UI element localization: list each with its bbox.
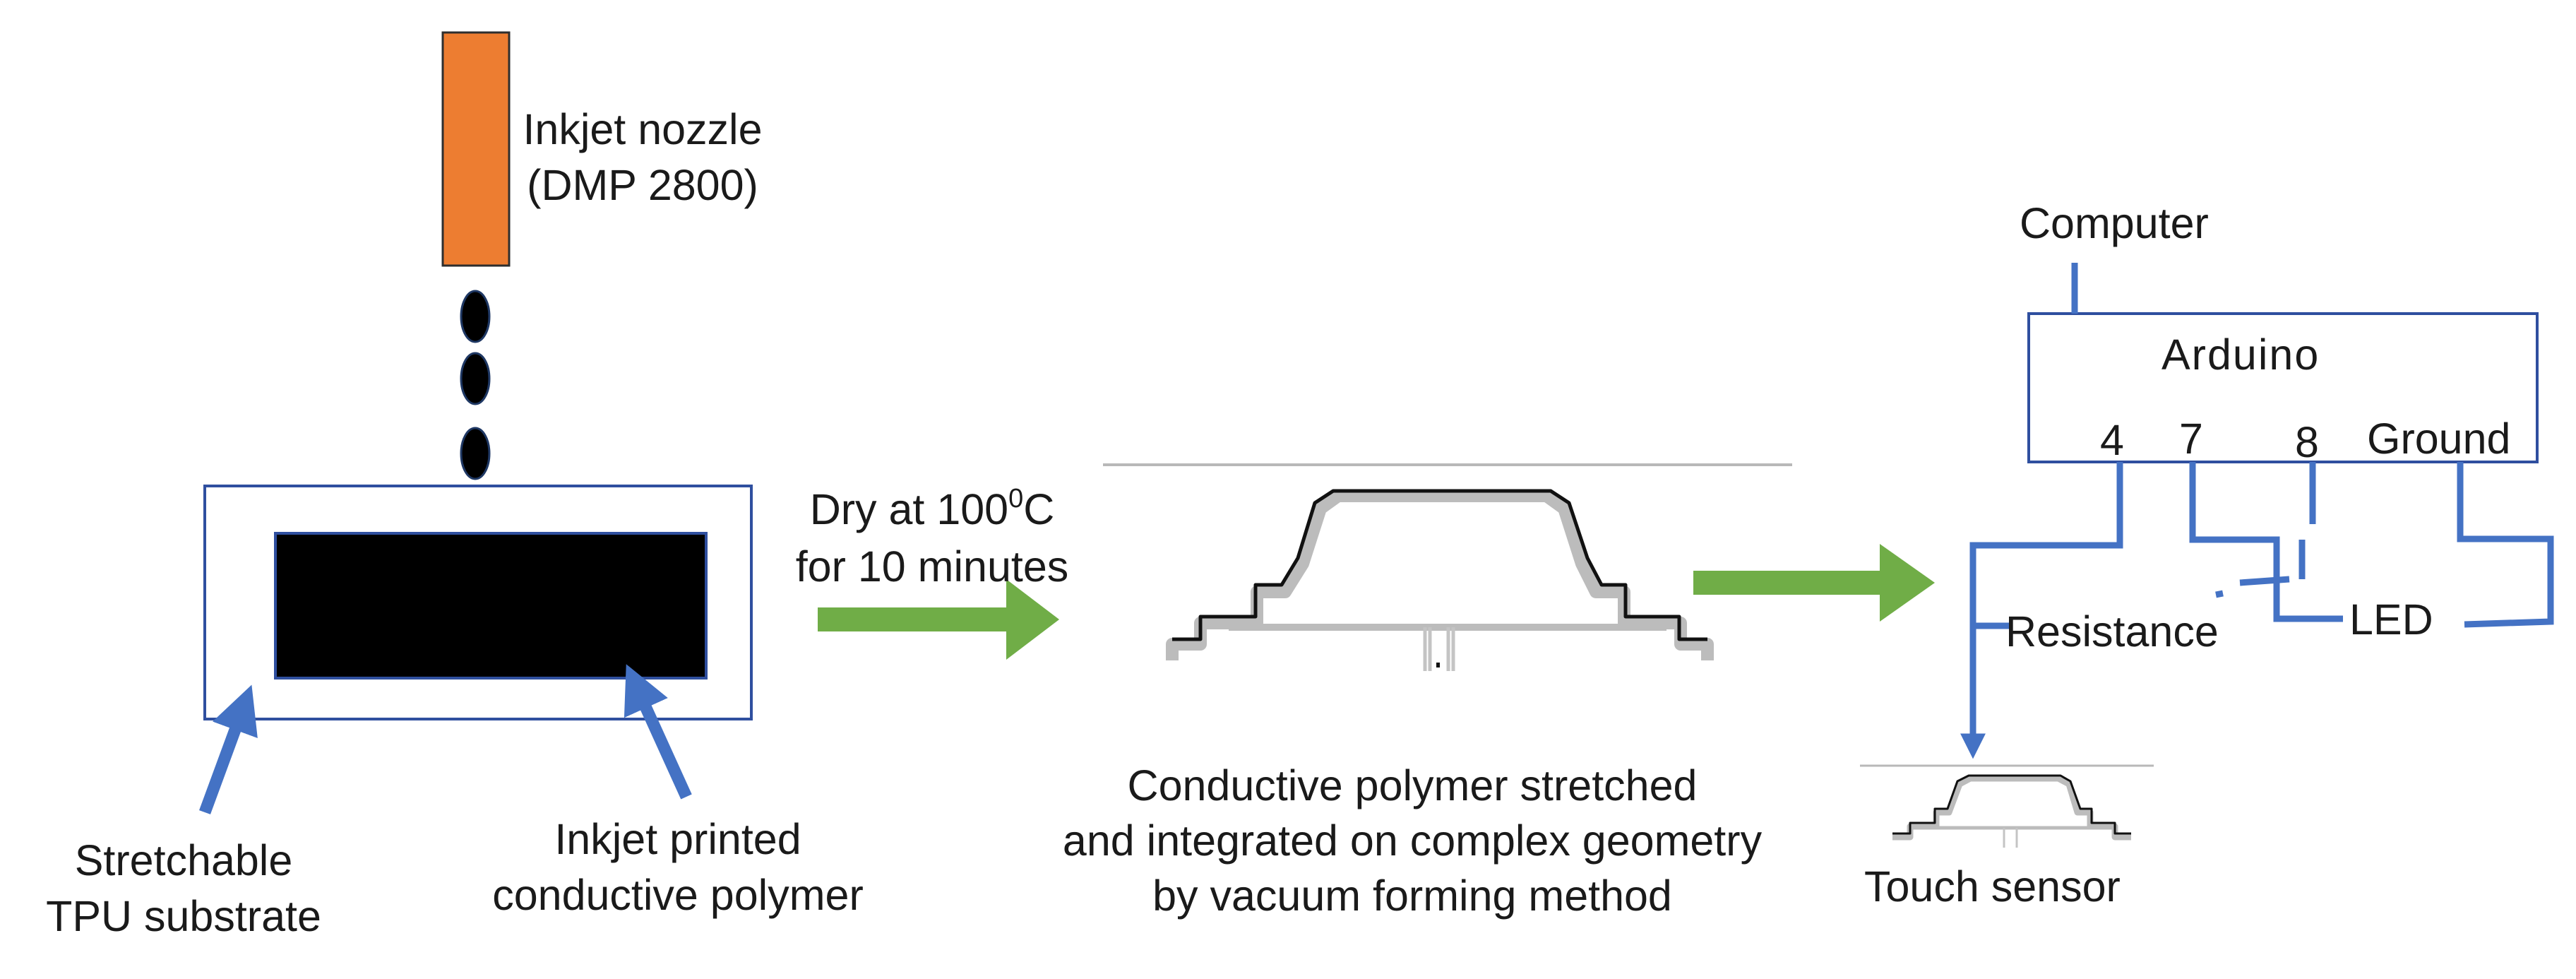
- ink-droplet: [460, 427, 491, 480]
- nozzle-label-line2: (DMP 2800): [527, 161, 758, 209]
- ink-droplet: [460, 290, 491, 343]
- pin-4-label: 4: [2100, 416, 2124, 464]
- arduino-label: Arduino: [2161, 331, 2320, 379]
- substrate-label-line1: Stretchable: [74, 836, 293, 884]
- ink-droplets: [460, 290, 491, 480]
- resistance-label: Resistance: [2005, 607, 2219, 655]
- computer-label: Computer: [2020, 199, 2209, 247]
- dry-step-label: Dry at 1000C for 10 minutes: [756, 485, 1109, 588]
- vacuum-formed-part: [1103, 463, 1792, 671]
- arduino-board: [2027, 312, 2539, 463]
- vacuum-caption-line1: Conductive polymer stretched: [1127, 761, 1698, 809]
- substrate-label-line2: TPU substrate: [46, 892, 321, 940]
- polymer-pointer-arrow: [624, 664, 692, 800]
- polymer-label-line1: Inkjet printed: [554, 815, 801, 863]
- nozzle-label: Inkjet nozzle (DMP 2800): [494, 108, 791, 207]
- pin8-wire-dashed: [2215, 462, 2316, 598]
- dry-step-prefix: Dry at 100: [809, 485, 1009, 533]
- vacuum-caption: Conductive polymer stretched and integra…: [989, 764, 1836, 918]
- pin-7-label: 7: [2179, 415, 2203, 463]
- polymer-label-line2: conductive polymer: [492, 871, 864, 919]
- nozzle-label-line1: Inkjet nozzle: [523, 105, 763, 153]
- vacuum-caption-line3: by vacuum forming method: [1152, 872, 1672, 920]
- polymer-label: Inkjet printed conductive polymer: [466, 818, 890, 917]
- inkjet-nozzle: [441, 31, 511, 267]
- pin-8-label: 8: [2295, 418, 2319, 466]
- touch-sensor-label: Touch sensor: [1864, 862, 2121, 910]
- touch-sensor-part: [1860, 764, 2154, 848]
- vacuum-caption-line2: and integrated on complex geometry: [1062, 817, 1763, 865]
- dry-step-superscript: 0: [1008, 484, 1024, 514]
- ground-wire: [2457, 462, 2554, 628]
- pin7-led-wire: [2189, 462, 2343, 622]
- green-arrow-dry: [818, 579, 1059, 660]
- ink-droplet: [460, 352, 491, 405]
- led-label: LED: [2349, 595, 2433, 643]
- dry-step-suffix: C: [1023, 485, 1055, 533]
- substrate-label: Stretchable TPU substrate: [35, 839, 332, 938]
- dry-step-line1: Dry at 1000C: [756, 485, 1109, 531]
- circuit-wires: [1960, 263, 2554, 759]
- green-arrow-circuit: [1693, 544, 1935, 622]
- pin-ground-label: Ground: [2367, 415, 2511, 463]
- dry-step-line2: for 10 minutes: [795, 542, 1069, 591]
- substrate-pointer-arrow: [199, 684, 258, 814]
- printed-polymer-block: [274, 532, 708, 680]
- pin4-resistance-wire: [1960, 462, 2123, 759]
